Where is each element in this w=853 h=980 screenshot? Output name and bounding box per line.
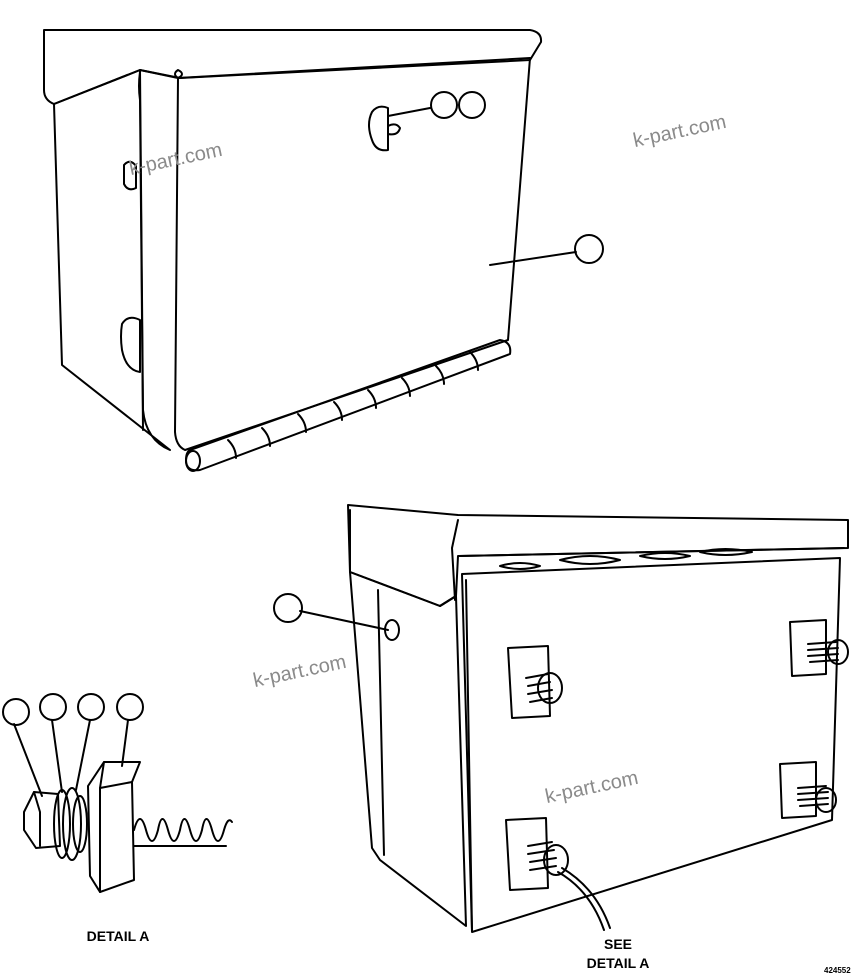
see-detail-line1: SEE xyxy=(603,936,632,952)
box-front-view xyxy=(43,29,604,472)
see-detail-line2: DETAIL A xyxy=(586,955,650,971)
detail-a-caption: DETAIL A xyxy=(86,928,150,944)
box-rear-view xyxy=(273,504,849,933)
detail-a-assembly xyxy=(2,693,233,893)
drawing-number: 424552 xyxy=(824,966,851,975)
